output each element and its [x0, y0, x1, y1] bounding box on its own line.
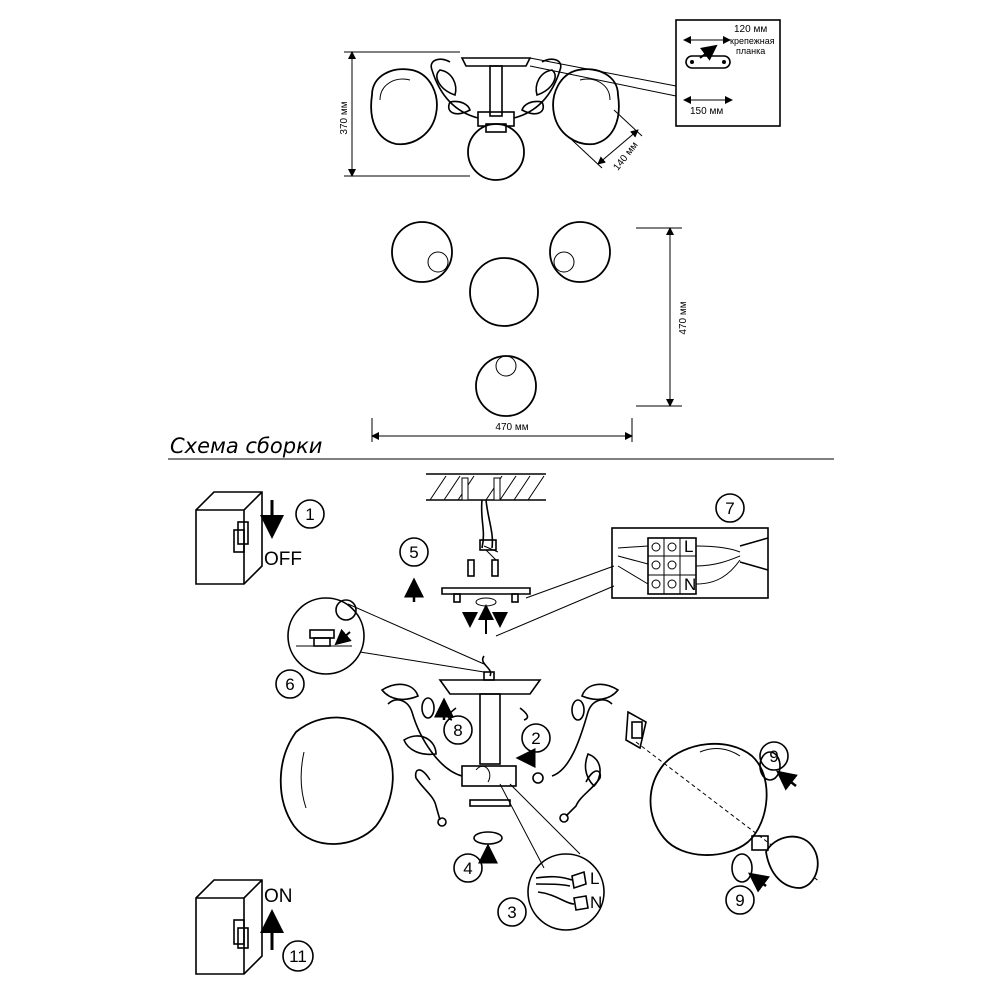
step-9-upper: 9 — [759, 741, 798, 791]
switch-off-label: OFF — [264, 549, 302, 570]
switch-on-label: ON — [264, 886, 293, 907]
right-arm — [551, 683, 821, 889]
step-6-number: 6 — [285, 675, 294, 694]
ceiling-wires — [479, 499, 499, 561]
bracket-label-line2: планка — [736, 46, 765, 56]
step-2: 2 — [515, 723, 551, 768]
step-4: 4 — [453, 853, 483, 883]
top-view — [391, 221, 611, 417]
bracket-length-label: 150 мм — [690, 106, 723, 117]
section-title: Схема сборки — [170, 434, 322, 458]
ceiling — [426, 473, 546, 501]
step-8: 8 — [434, 697, 473, 745]
step-6: 6 — [275, 669, 305, 699]
step-11-number: 11 — [289, 947, 307, 966]
side-view — [370, 57, 620, 181]
wire-connection-detail: L N — [499, 783, 605, 931]
step-5: 5 — [399, 537, 429, 567]
shade-dimension-label: 140 мм — [611, 140, 640, 173]
height-label: 370 мм — [339, 101, 350, 134]
terminal-neutral-label: N — [684, 575, 696, 594]
left-arm — [279, 683, 463, 845]
switch-on: ON — [195, 879, 293, 975]
width-horizontal-label: 470 мм — [495, 422, 528, 433]
step-7: 7 — [715, 493, 745, 523]
width-vertical-label: 470 мм — [678, 301, 689, 334]
width-dimension-vertical: 470 мм — [636, 227, 689, 407]
step-3-number: 3 — [507, 903, 516, 922]
step-4-number: 4 — [463, 859, 472, 878]
bracket-label-line1: крепежная — [730, 36, 775, 46]
bracket-width-label: 120 мм — [734, 24, 767, 35]
terminal-block-detail: L N — [495, 527, 769, 637]
nut-detail — [287, 597, 485, 675]
width-dimension-horizontal: 470 мм — [371, 418, 633, 442]
terminal-live-label: L — [684, 537, 693, 556]
step-2-number: 2 — [531, 729, 540, 748]
wire-neutral-label: N — [590, 893, 602, 912]
mounting-bracket — [404, 559, 531, 634]
step-8-number: 8 — [453, 721, 462, 740]
cap — [473, 831, 503, 864]
bracket-detail: 120 мм крепежная планка 150 мм — [529, 19, 781, 127]
step-9-lower: 9 — [725, 872, 770, 915]
step-1-number: 1 — [305, 505, 314, 524]
step-9-lower-number: 9 — [735, 891, 744, 910]
wire-live-label: L — [590, 869, 599, 888]
step-7-number: 7 — [725, 499, 734, 518]
step-1: 1 — [295, 499, 325, 529]
step-3: 3 — [497, 897, 527, 927]
height-dimension: 370 мм — [339, 51, 470, 177]
step-5-number: 5 — [409, 543, 418, 562]
step-11: 11 — [282, 940, 314, 972]
step-9-upper-number: 9 — [769, 747, 778, 766]
switch-off: OFF — [195, 491, 302, 585]
